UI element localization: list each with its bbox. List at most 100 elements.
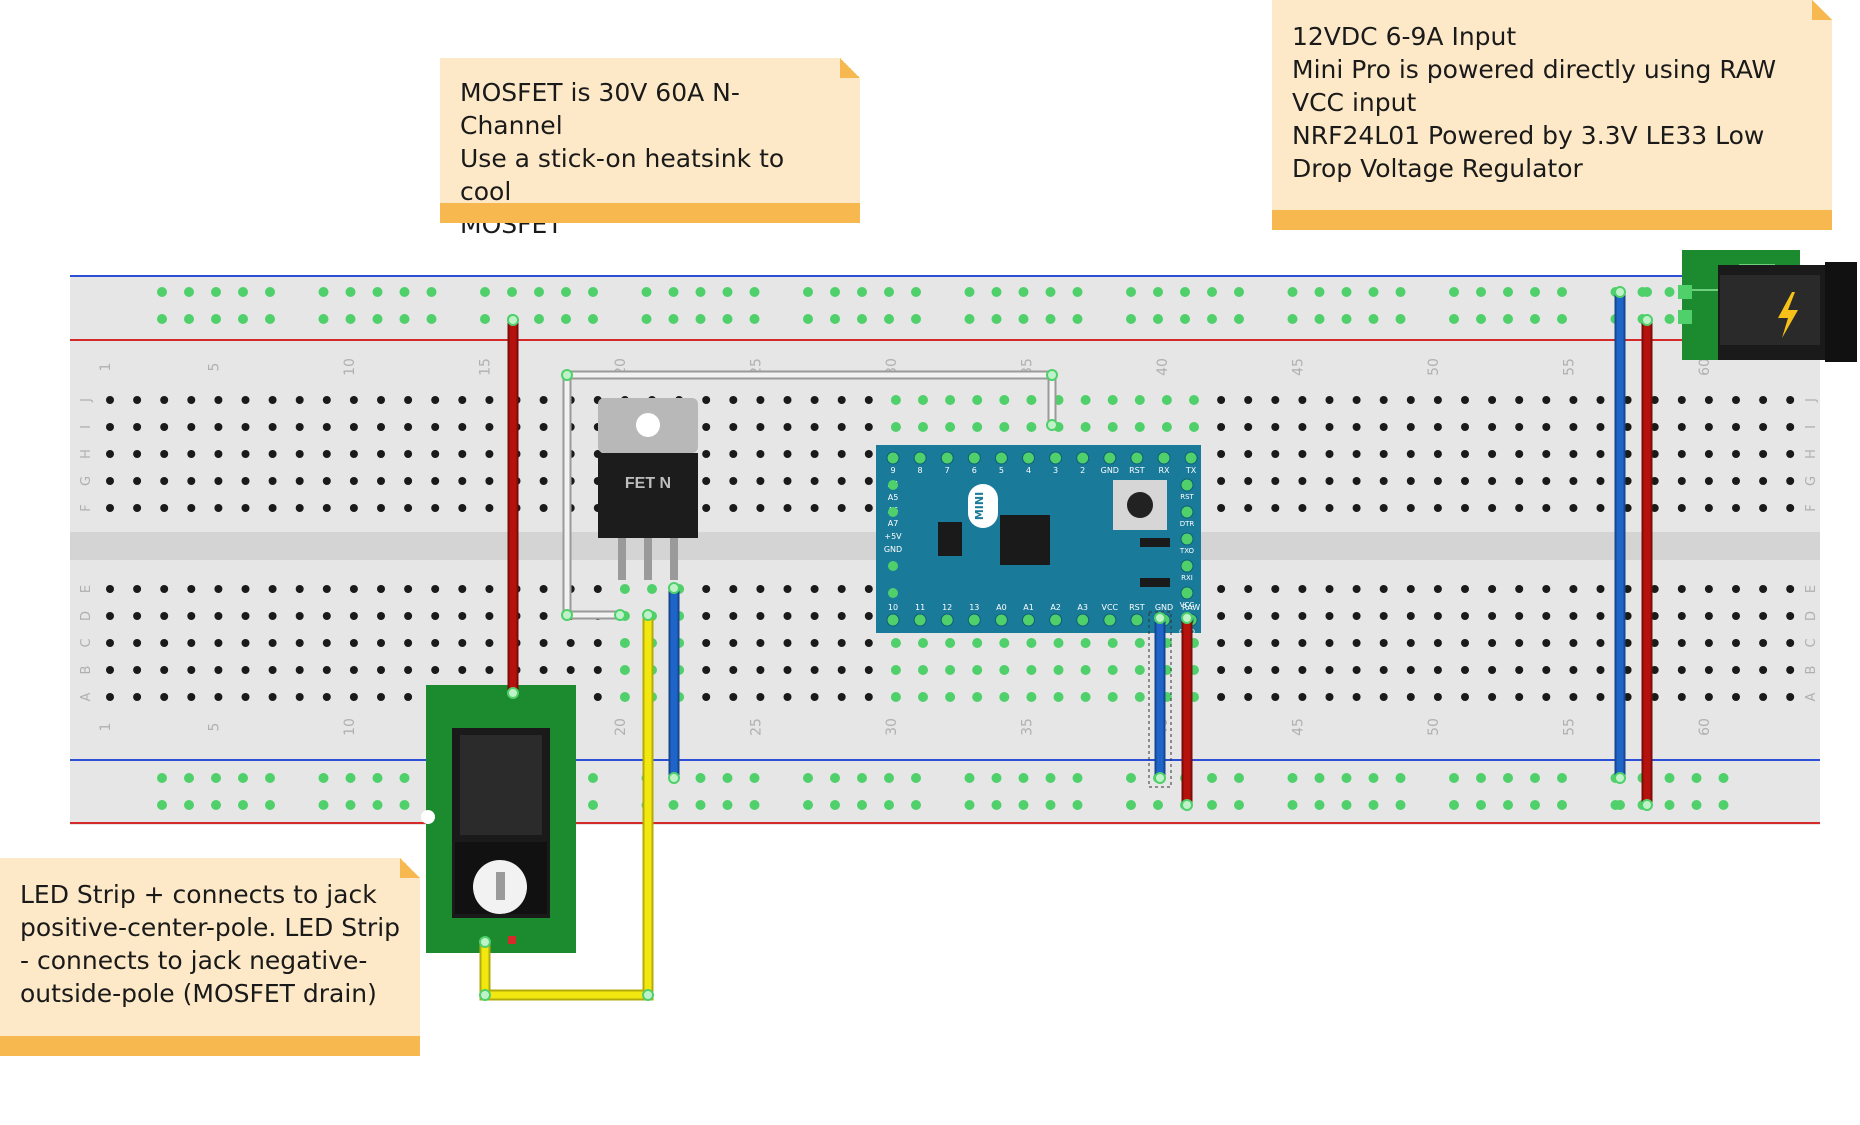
row-letter: F — [1804, 504, 1819, 511]
rail-hole — [184, 287, 194, 297]
rail-hole — [1314, 800, 1325, 810]
rail-hole — [1314, 314, 1325, 324]
breadboard-hole — [810, 396, 819, 404]
breadboard-hole — [1623, 450, 1632, 458]
wire-yellow-drain-core — [481, 615, 652, 999]
arduino-pin — [886, 451, 900, 465]
breadboard-hole — [404, 504, 413, 512]
breadboard-hole — [187, 693, 196, 701]
lightning-icon — [1778, 292, 1798, 338]
breadboard-hole — [1732, 504, 1740, 512]
rail-hole — [1530, 314, 1540, 324]
breadboard-hole — [566, 666, 575, 674]
breadboard-hole — [619, 584, 630, 594]
breadboard-hole — [214, 585, 223, 593]
rail-hole — [964, 287, 975, 297]
breadboard-hole — [377, 639, 385, 647]
breadboard-hole — [619, 665, 630, 675]
row-letter: E — [79, 585, 94, 593]
rail-hole — [184, 773, 194, 783]
breadboard-hole — [349, 396, 358, 404]
rail-hole — [803, 287, 813, 297]
rail-hole — [830, 773, 840, 783]
row-letter: D — [79, 611, 94, 621]
breadboard-hole — [295, 585, 304, 593]
breadboard-hole — [1596, 612, 1605, 620]
rail-hole — [991, 314, 1002, 324]
breadboard-hole — [160, 693, 169, 701]
breadboard-hole — [214, 450, 223, 458]
breadboard-hole — [1053, 638, 1064, 648]
arduino-pin-label: RX — [1158, 466, 1170, 475]
breadboard-hole — [1542, 612, 1551, 620]
breadboard-hole — [187, 477, 196, 485]
breadboard-hole — [214, 423, 223, 431]
breadboard-hole — [999, 395, 1010, 405]
rail-hole — [1341, 314, 1352, 324]
rail-hole — [857, 800, 867, 810]
breadboard-hole — [999, 692, 1010, 702]
breadboard-hole — [890, 395, 901, 405]
breadboard-hole — [322, 666, 331, 674]
column-number: 50 — [1426, 358, 1442, 376]
breadboard-hole — [1406, 585, 1415, 593]
rail-hole — [1557, 314, 1567, 324]
breadboard-hole — [1217, 450, 1226, 458]
breadboard-hole — [1623, 504, 1632, 512]
breadboard-hole — [729, 666, 738, 674]
rail-hole — [1503, 800, 1513, 810]
breadboard-hole — [1488, 585, 1497, 593]
rail-hole — [1395, 800, 1406, 810]
breadboard-hole — [810, 504, 819, 512]
breadboard-hole — [1488, 450, 1497, 458]
breadboard-hole — [1623, 585, 1632, 593]
breadboard-hole — [1298, 693, 1307, 701]
rail-hole — [1153, 314, 1163, 324]
breadboard-hole — [1623, 612, 1632, 620]
arduino-pin — [1180, 478, 1194, 492]
breadboard-hole — [1515, 666, 1524, 674]
breadboard-hole — [458, 585, 467, 593]
note-mosfet-text: MOSFET is 30V 60A N-Channel Use a stick-… — [460, 78, 785, 239]
breadboard-hole — [377, 693, 385, 701]
breadboard-hole — [241, 639, 250, 647]
column-number: 55 — [1561, 718, 1577, 736]
breadboard-hole — [404, 693, 413, 701]
breadboard-hole — [214, 396, 223, 404]
breadboard-hole — [1433, 450, 1442, 458]
breadboard-hole — [1271, 612, 1280, 620]
breadboard-hole — [1406, 396, 1415, 404]
rail-hole — [1530, 773, 1540, 783]
rail-hole — [534, 314, 544, 324]
rail-hole — [1234, 314, 1244, 324]
breadboard-hole — [241, 504, 250, 512]
breadboard-hole — [1352, 693, 1361, 701]
breadboard-hole — [783, 639, 792, 647]
breadboard-hole — [1271, 639, 1280, 647]
breadboard-hole — [783, 612, 792, 620]
rail-hole — [238, 800, 248, 810]
breadboard-hole — [160, 666, 169, 674]
breadboard-hole — [1161, 422, 1172, 432]
breadboard-hole — [1704, 396, 1713, 404]
breadboard-hole — [187, 639, 196, 647]
rail-hole — [1072, 287, 1083, 297]
breadboard-hole — [1134, 692, 1145, 702]
breadboard-hole — [1623, 666, 1632, 674]
row-letter: H — [79, 449, 94, 459]
breadboard-hole — [1650, 585, 1659, 593]
breadboard-hole — [999, 665, 1010, 675]
rail-hole — [857, 287, 867, 297]
breadboard-hole — [837, 666, 846, 674]
arduino-pin-label: TXO — [1179, 547, 1195, 555]
rail-hole — [1207, 773, 1217, 783]
column-number: 30 — [884, 718, 900, 736]
breadboard-hole — [1759, 693, 1768, 701]
dc-jack-barrel-cap — [1825, 262, 1857, 362]
breadboard-hole — [1352, 639, 1361, 647]
breadboard-holes — [106, 287, 1795, 810]
wires — [479, 286, 1653, 1001]
wire-endpoint — [668, 772, 680, 784]
breadboard-hole — [1759, 585, 1768, 593]
